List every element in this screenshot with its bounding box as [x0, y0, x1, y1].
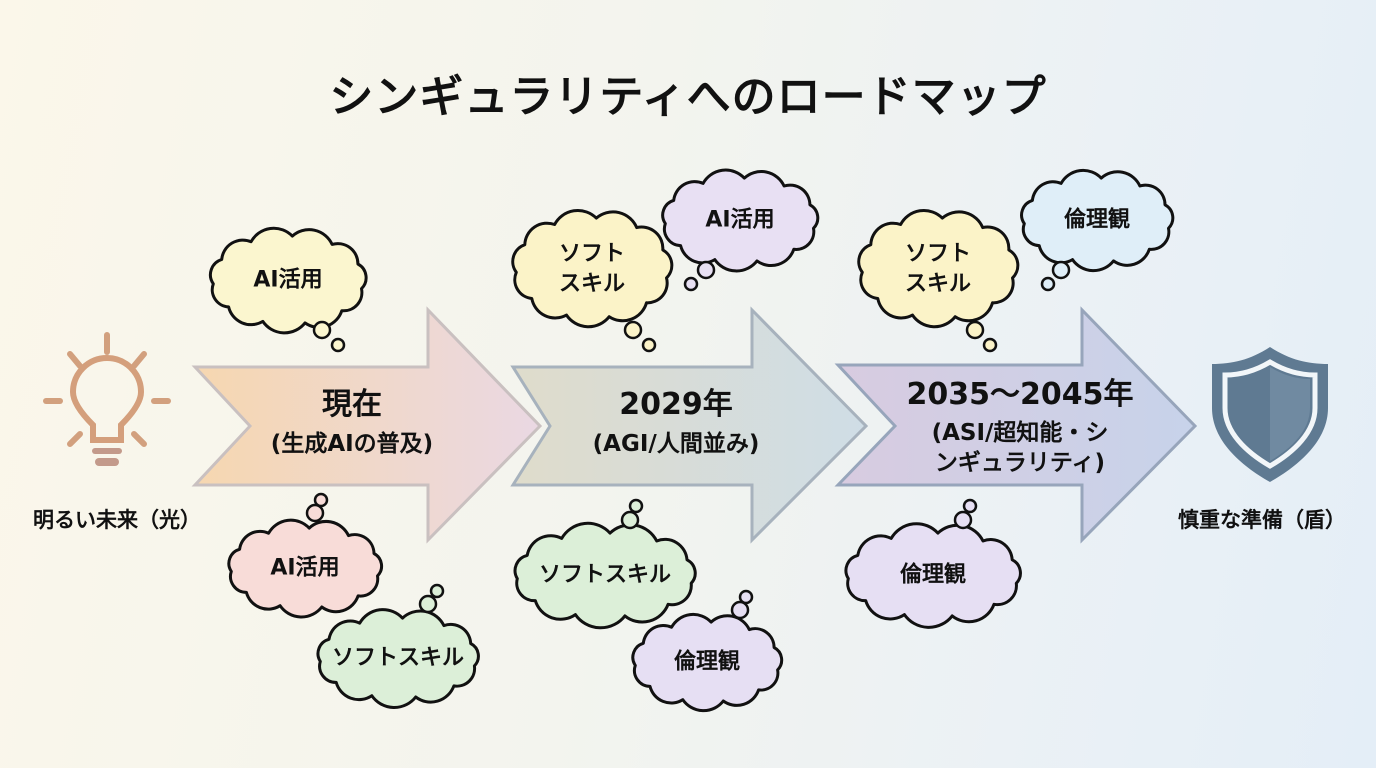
stage-3-subtitle-line2: ンギュラリティ) — [934, 449, 1106, 476]
thought-bubble-dot — [305, 503, 325, 523]
thought-bubble-dot — [1051, 260, 1071, 280]
thought-bubble-dot — [683, 276, 699, 292]
cloud-text: AI活用 — [270, 555, 340, 581]
cloud-text: AI活用 — [253, 267, 323, 293]
thought-cloud-7 — [316, 583, 480, 709]
thought-cloud-9 — [631, 589, 784, 713]
cloud-text: スキル — [558, 271, 626, 297]
cloud-text: ソフトスキル — [538, 562, 672, 588]
thought-bubble-dot — [730, 600, 750, 620]
thought-cloud-6 — [227, 492, 384, 619]
thought-cloud-3 — [661, 168, 820, 292]
thought-bubble-dot — [953, 510, 973, 530]
thought-cloud-4 — [857, 208, 1020, 353]
stage-3-subtitle: (ASI/超知能・シ — [931, 419, 1109, 446]
left-icon-label: 明るい未来（光） — [33, 507, 201, 532]
cloud-text: 倫理観 — [1063, 207, 1131, 233]
thought-bubble-dot — [429, 583, 445, 599]
thought-cloud-10 — [844, 498, 1022, 629]
thought-bubble-dot — [738, 589, 754, 605]
thought-cloud-2 — [511, 208, 674, 353]
cloud-text: ソフトスキル — [331, 645, 465, 671]
stage-1-title: 現在 — [322, 386, 382, 422]
thought-bubble-dot — [623, 320, 643, 340]
thought-bubble-dot — [1040, 276, 1056, 292]
thought-bubble-dot — [641, 337, 657, 353]
thought-bubble-dot — [965, 320, 985, 340]
cloud-text: AI活用 — [705, 207, 775, 233]
right-icon-label: 慎重な準備（盾） — [1178, 507, 1346, 532]
stage-1-subtitle: (生成AIの普及) — [270, 430, 434, 457]
thought-cloud-8 — [513, 498, 697, 630]
thought-bubble-dot — [620, 510, 640, 530]
thought-bubble-dot — [312, 320, 332, 340]
cloud-text: ソフト — [558, 241, 626, 267]
cloud-text: 倫理観 — [673, 649, 741, 675]
stage-arrow-3 — [834, 306, 1198, 544]
thought-cloud-5 — [1020, 168, 1175, 292]
thought-bubble-dot — [696, 260, 716, 280]
cloud-text: 倫理観 — [899, 562, 967, 588]
thought-bubble-dot — [313, 492, 329, 508]
thought-cloud-1 — [208, 226, 368, 353]
lightbulb-icon — [43, 332, 171, 466]
cloud-text: ソフト — [904, 241, 972, 267]
thought-bubble-dot — [982, 337, 998, 353]
stage-3-title: 2035〜2045年 — [906, 376, 1134, 412]
stage-arrow-2 — [510, 306, 869, 544]
thought-bubble-dot — [418, 594, 438, 614]
page-title: シンギュラリティへのロードマップ — [329, 71, 1047, 123]
stage-arrow-1 — [191, 306, 543, 544]
stage-2-subtitle: (AGI/人間並み) — [592, 430, 760, 457]
thought-bubble-dot — [962, 498, 978, 514]
thought-bubble-dot — [628, 498, 644, 514]
shield-icon — [1212, 347, 1328, 482]
cloud-text: スキル — [904, 271, 972, 297]
stage-2-title: 2029年 — [619, 386, 733, 422]
thought-bubble-dot — [330, 337, 346, 353]
